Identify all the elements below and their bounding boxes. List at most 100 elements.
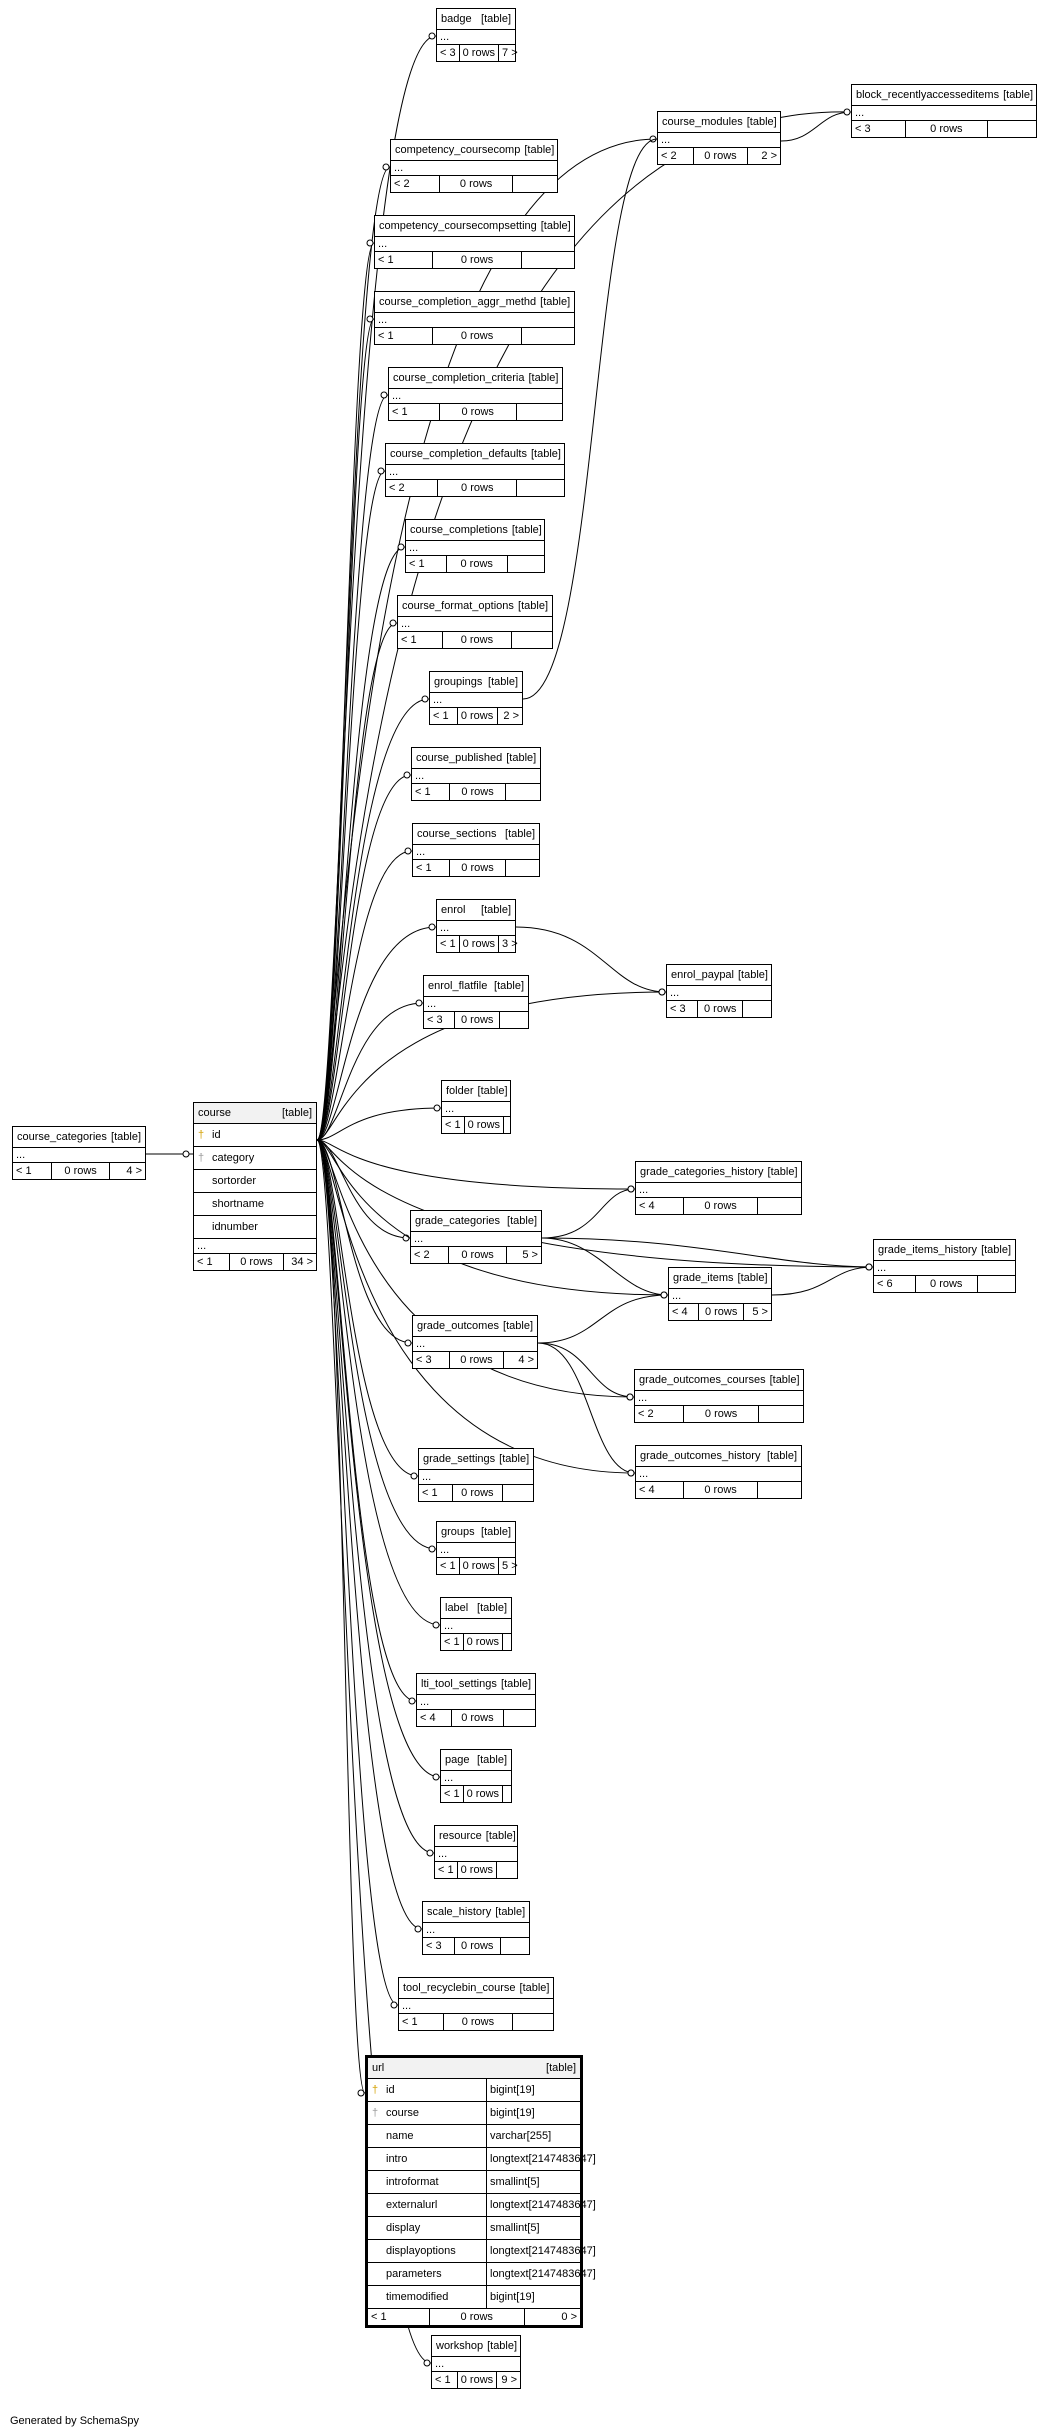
table-name: block_recentlyaccesseditems — [856, 89, 1000, 101]
parents-count: 2 > — [761, 150, 777, 162]
table-kind: [table] — [485, 1830, 516, 1842]
relationship-end-marker — [415, 999, 423, 1007]
parents-count — [497, 1862, 517, 1878]
parents-count — [513, 176, 557, 192]
table-header: page[table] — [441, 1750, 511, 1771]
row-count: 0 rows — [440, 404, 517, 420]
row-count: 0 rows — [694, 148, 748, 164]
column-name: introformat — [386, 2176, 439, 2188]
table-kind: [table] — [540, 296, 571, 308]
table-ellipsis: ... — [413, 845, 539, 860]
table-header: course_completion_criteria[table] — [389, 368, 562, 389]
parents-count — [500, 1012, 528, 1028]
children-count: < 1 — [399, 2014, 445, 2030]
table-ellipsis: ... — [435, 1847, 517, 1862]
edge-course-enrol-flatfile — [316, 1002, 424, 1141]
row-count: 0 rows — [455, 1012, 501, 1028]
table-name: grade_categories — [415, 1215, 501, 1227]
table-ellipsis: ... — [874, 1261, 1015, 1276]
row-count: 0 rows — [464, 1786, 504, 1802]
relationship-end-marker — [428, 32, 436, 40]
table-kind: [table] — [495, 1906, 526, 1918]
parents-count — [522, 252, 574, 268]
children-count: < 1 — [375, 328, 434, 344]
table-name: course — [198, 1107, 232, 1119]
edge-course-tool-recyclebin-course — [316, 1139, 399, 2006]
children-count: < 1 — [419, 1485, 453, 1501]
row-count: 0 rows — [460, 45, 500, 61]
table-header: groupings[table] — [430, 672, 522, 693]
table-header: grade_items[table] — [669, 1268, 771, 1289]
children-count: < 3 — [424, 1012, 455, 1028]
table-block-recentlyaccesseditems[interactable]: block_recentlyaccesseditems[table]...< 3… — [851, 84, 1037, 138]
edge-course-groups — [316, 1139, 437, 1550]
table-kind: [table] — [494, 980, 524, 992]
children-count: < 1 — [432, 2372, 458, 2388]
parents-count — [501, 1938, 529, 1954]
table-header: block_recentlyaccesseditems[table] — [852, 85, 1036, 106]
table-kind: [table] — [511, 524, 542, 536]
table-kind: [table] — [282, 1107, 312, 1119]
table-kind: [table] — [528, 372, 559, 384]
row-count: 0 rows — [460, 1558, 500, 1574]
table-header: enrol[table] — [437, 900, 515, 921]
table-ellipsis: ... — [669, 1289, 771, 1304]
table-course-completion-aggr-methd[interactable]: course_completion_aggr_methd[table]...< … — [374, 291, 575, 345]
edge-course-grade-outcomes-courses — [316, 1139, 635, 1398]
table-header: enrol_flatfile[table] — [424, 976, 528, 997]
relationship-end-marker — [627, 1469, 635, 1477]
parents-count — [522, 328, 574, 344]
table-competency-coursecompsetting[interactable]: competency_coursecompsetting[table]...< … — [374, 215, 575, 269]
table-ellipsis: ... — [432, 2357, 520, 2372]
table-ellipsis: ... — [417, 1695, 535, 1710]
parents-count: 3 > — [502, 938, 518, 950]
table-ellipsis: ... — [636, 1183, 801, 1198]
table-header: course [table] — [194, 1103, 316, 1124]
parents-count — [512, 632, 552, 648]
foreign-key-icon: † — [372, 2107, 379, 2119]
table-header: badge[table] — [437, 9, 515, 30]
table-name: enrol_paypal — [671, 969, 734, 981]
children-count: < 1 — [412, 784, 450, 800]
table-ellipsis: ... — [375, 313, 574, 328]
edge-course-url — [316, 1139, 366, 2094]
table-header: grade_items_history[table] — [874, 1240, 1015, 1261]
